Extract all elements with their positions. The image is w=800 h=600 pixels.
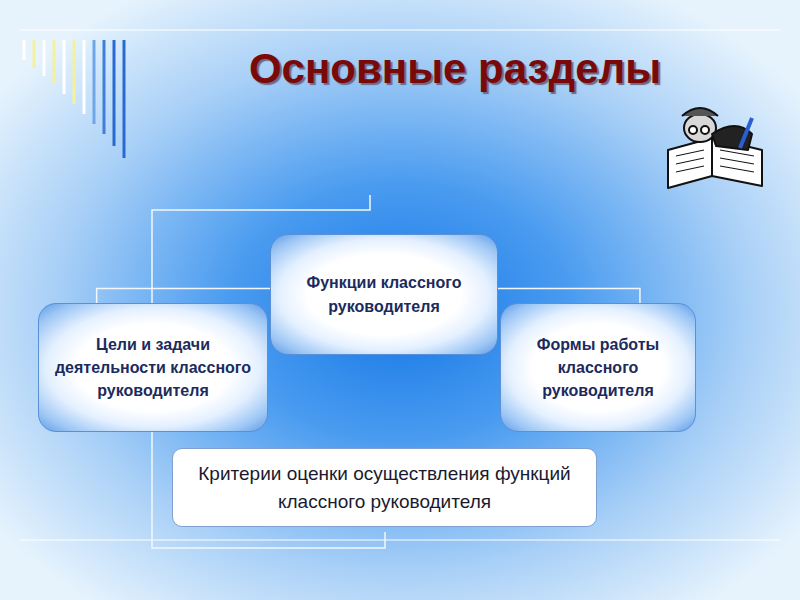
connector-line <box>498 288 640 303</box>
section-box: Функции классного руководителя <box>270 234 498 355</box>
reader-clipart <box>668 108 762 188</box>
box-text: Цели и задачи деятельности классного рук… <box>53 333 253 403</box>
bottom-rule <box>20 540 780 541</box>
corner-stripes <box>24 40 124 158</box>
criteria-box: Критерии оценки осуществления функций кл… <box>172 448 597 527</box>
section-box: Формы работы классного руководителя <box>500 303 696 432</box>
slide-title: Основные разделы <box>170 45 740 93</box>
box-text: Критерии оценки осуществления функций кл… <box>189 460 580 515</box>
box-text: Формы работы классного руководителя <box>515 333 681 403</box>
section-box: Цели и задачи деятельности классного рук… <box>38 303 268 432</box>
box-text: Функции классного руководителя <box>285 271 483 317</box>
connector-line <box>97 288 270 303</box>
top-rule <box>20 30 780 31</box>
